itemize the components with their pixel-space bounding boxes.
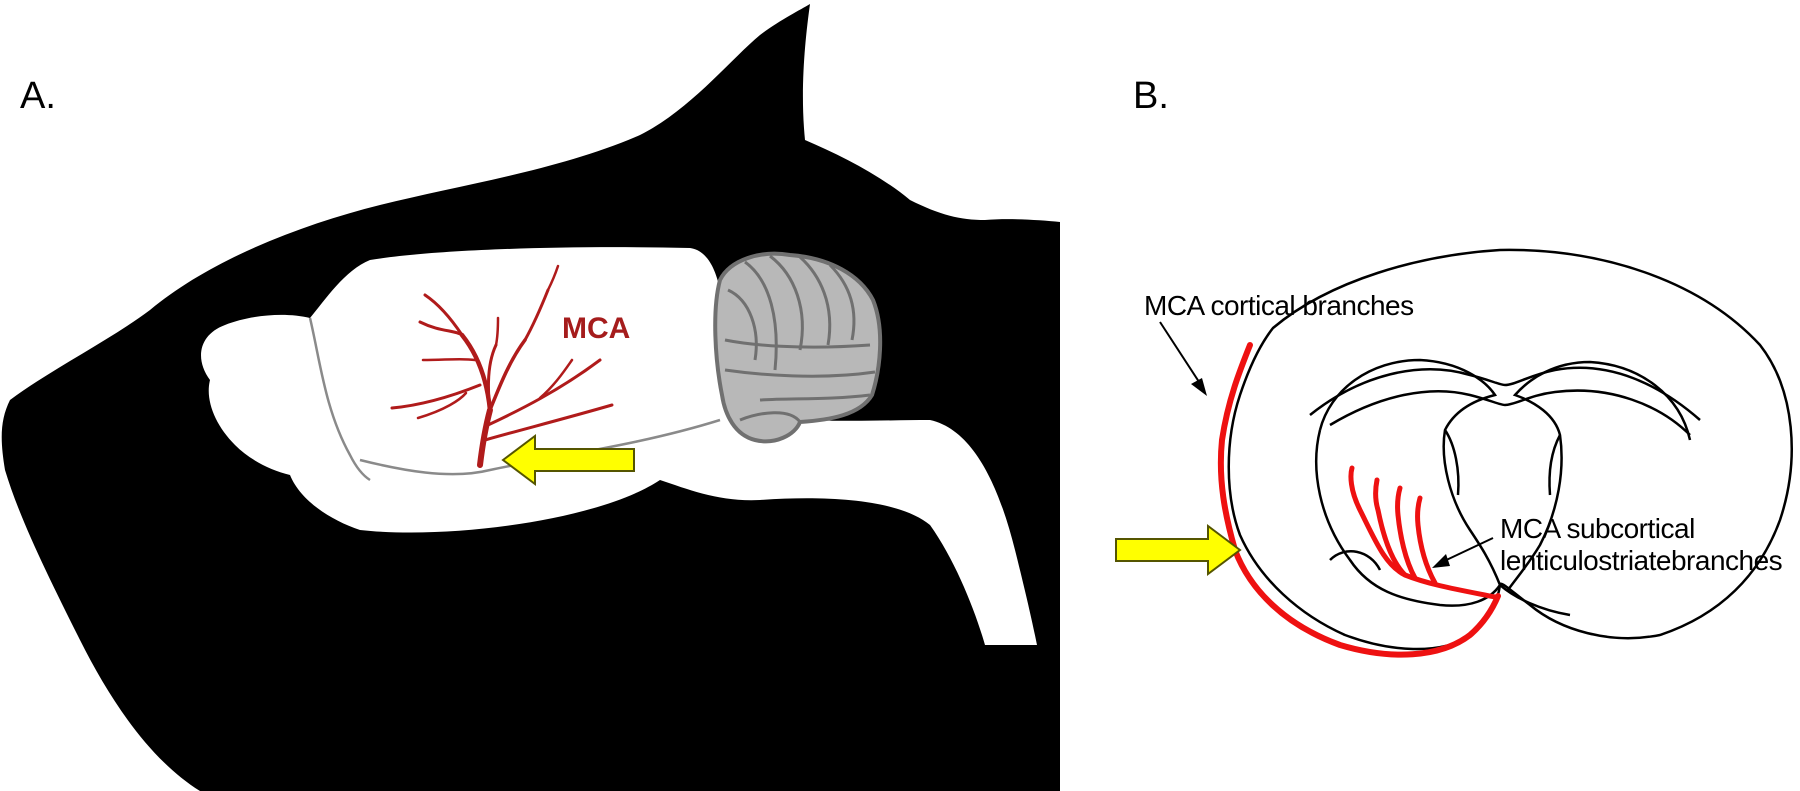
right-hemisphere-inner: [1506, 360, 1692, 591]
cerebellum-folia: [724, 254, 876, 424]
coronal-brain-section: [1227, 248, 1793, 651]
cortex-lower-boundary: [359, 418, 721, 476]
panel-a-label: A.: [20, 75, 56, 117]
yellow-arrow-icon: [1115, 524, 1242, 576]
coronal-outer-contour: [1227, 248, 1793, 651]
cortical-pointer-line: [1159, 321, 1204, 389]
mca-label: MCA: [562, 312, 630, 345]
olfactory-bulb-boundary: [308, 317, 371, 482]
subcortical-label-line1: MCA subcortical: [1500, 513, 1695, 544]
yellow-arrow-icon: [501, 434, 635, 486]
mca-branches-sagittal: [390, 264, 614, 468]
cerebellum: [713, 251, 883, 444]
mca-cortical-branch: [1217, 342, 1501, 658]
subcortical-pointer-line: [1439, 537, 1494, 564]
cortical-pointer-arrowhead: [1191, 378, 1207, 396]
cortical-branches-label: MCA cortical branches: [1144, 290, 1414, 321]
annotation-pointers: [1159, 321, 1494, 564]
mca-lenticulostriate-branches: [1348, 465, 1498, 600]
panel-b-label: B.: [1133, 75, 1169, 117]
panel-a: A.: [1, 4, 1061, 791]
left-hemisphere-inner: [1318, 358, 1502, 586]
panel-b: B.: [1115, 75, 1793, 658]
corpus-callosum: [1309, 366, 1701, 421]
subcortical-label-line2: lenticulostriatebranches: [1500, 545, 1782, 576]
subcortical-pointer-arrowhead: [1432, 554, 1450, 568]
